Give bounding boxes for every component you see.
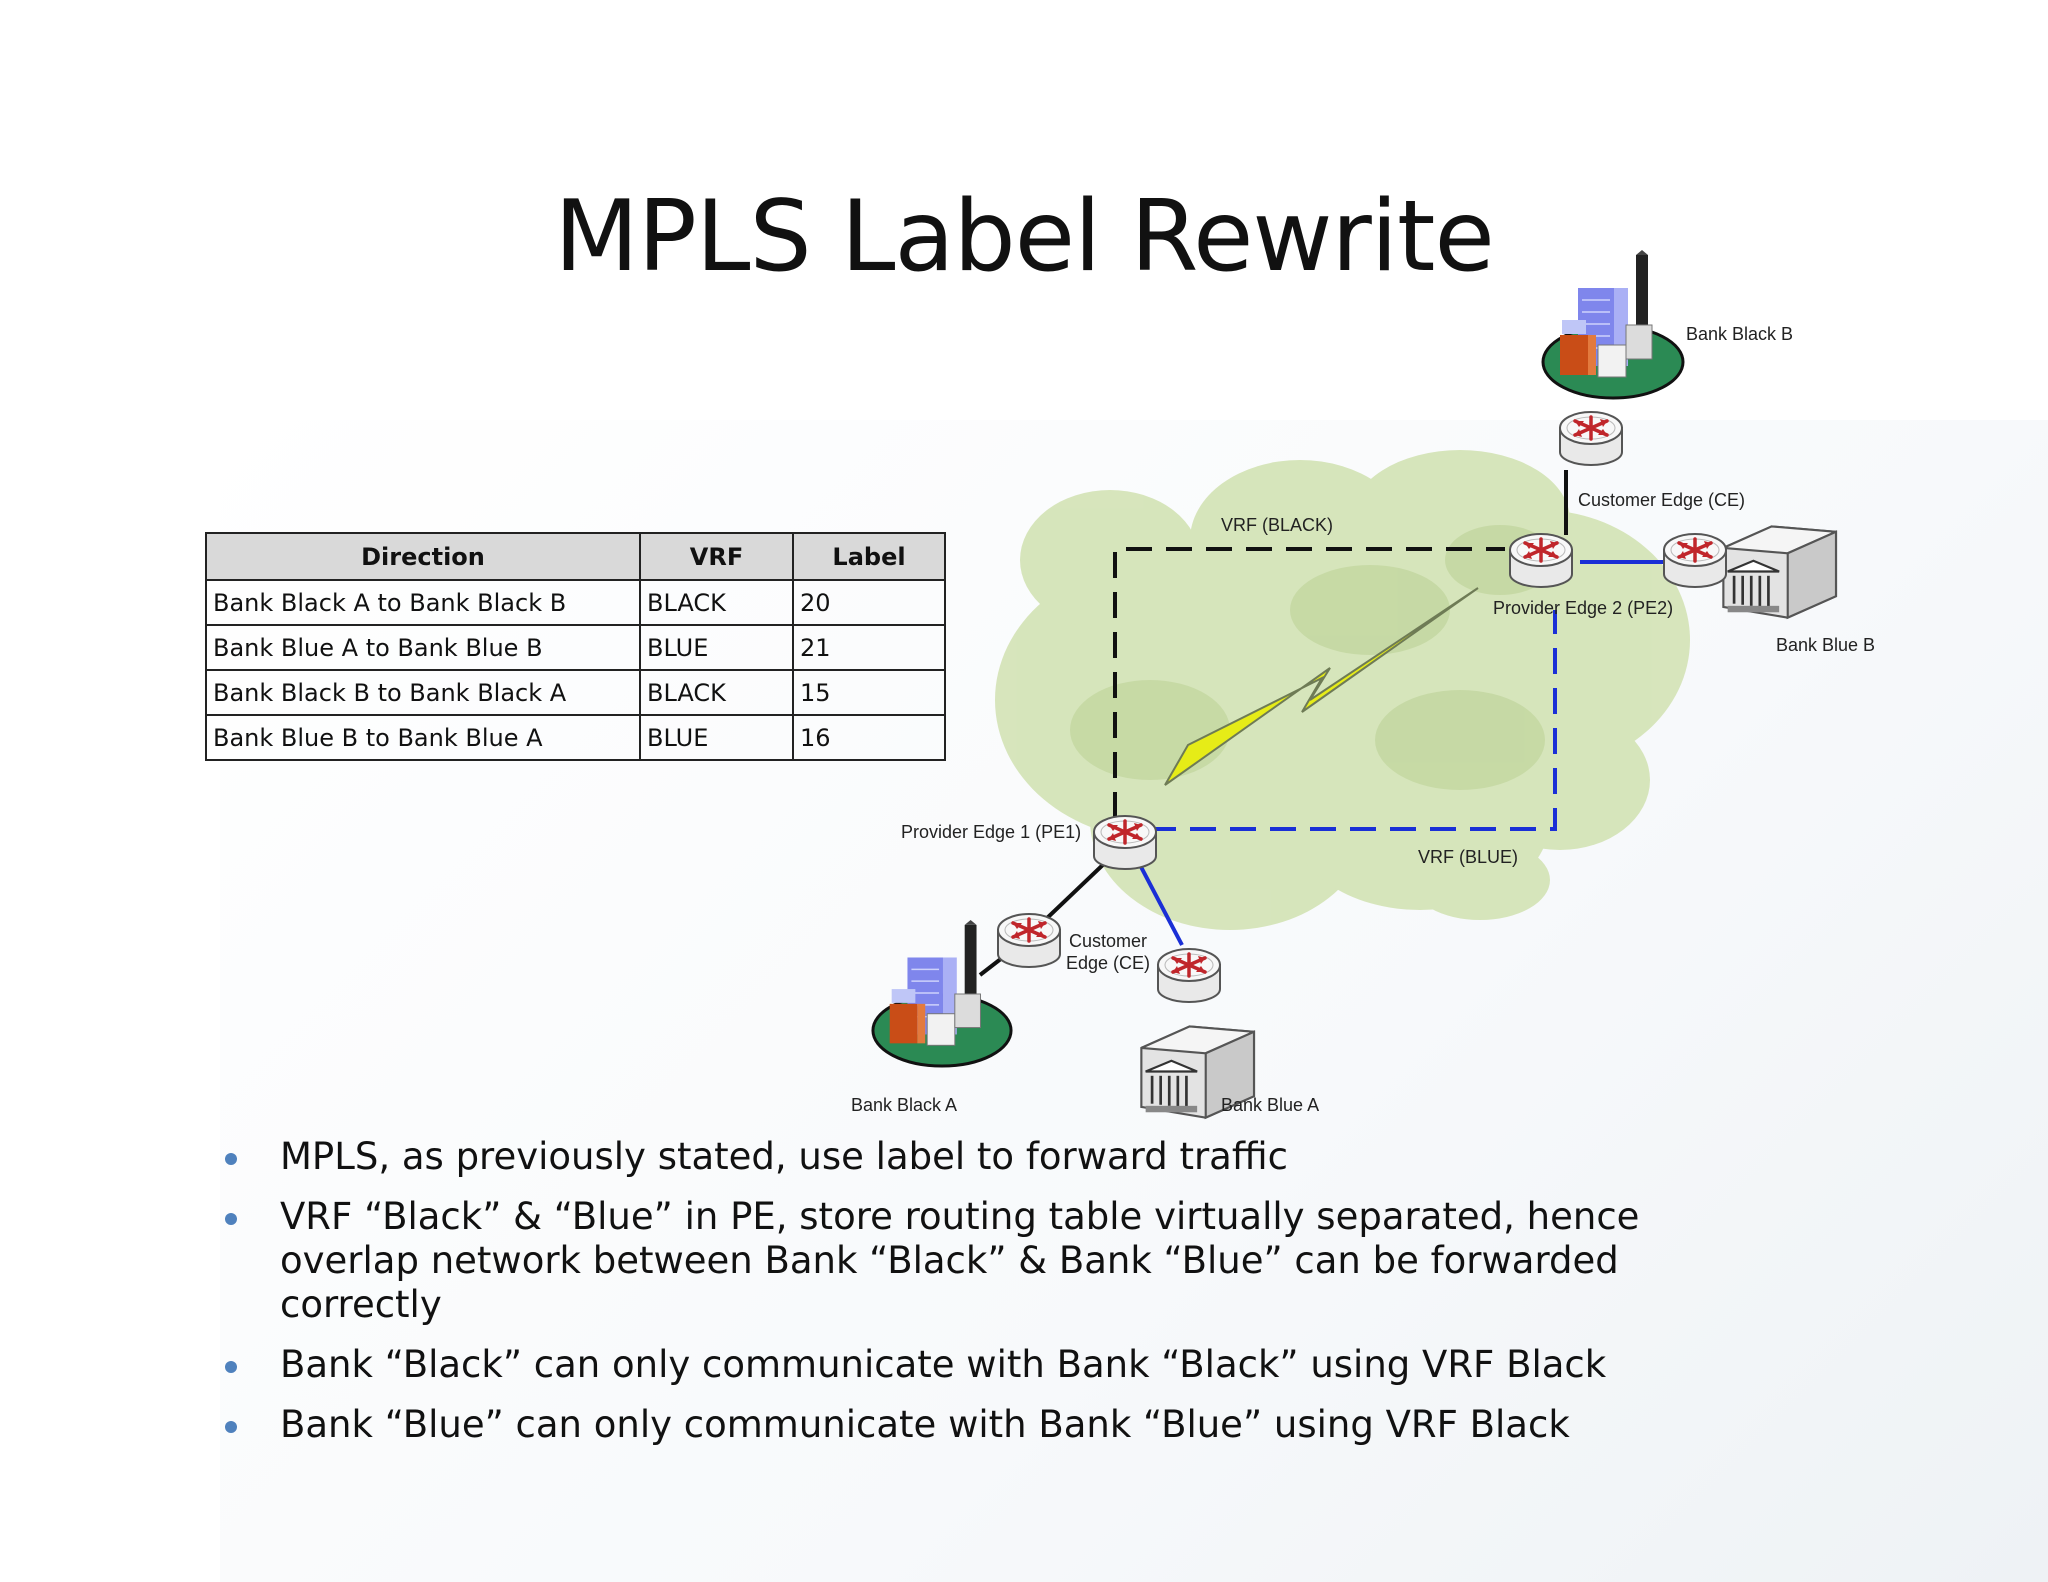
- cell-vrf: BLACK: [639, 669, 794, 716]
- cell-label: 21: [792, 624, 946, 671]
- cell-label: 16: [792, 714, 946, 761]
- table-row: Bank Blue A to Bank Blue B BLUE 21: [205, 624, 946, 671]
- cell-direction: Bank Blue B to Bank Blue A: [205, 714, 641, 761]
- lightning-icon: [1164, 587, 1479, 786]
- cell-vrf: BLACK: [639, 579, 794, 626]
- label-pe1: Provider Edge 1 (PE1): [901, 822, 1081, 842]
- bullet-text: MPLS, as previously stated, use label to…: [280, 1135, 1288, 1178]
- bullet-text: Bank “Black” can only communicate with B…: [280, 1343, 1607, 1386]
- table-row: Bank Black A to Bank Black B BLACK 20: [205, 579, 946, 626]
- label-vrf-black: VRF (BLACK): [1221, 515, 1333, 535]
- bullet-item: Bank “Black” can only communicate with B…: [220, 1343, 1780, 1387]
- link-ce-bottom-to-black-a: [978, 956, 1004, 977]
- table-row: Bank Blue B to Bank Blue A BLUE 16: [205, 714, 946, 761]
- router-ce-blue-a-icon: [1156, 947, 1222, 1004]
- header-vrf: VRF: [639, 532, 794, 581]
- slide-title: MPLS Label Rewrite: [554, 180, 1495, 294]
- header-label: Label: [792, 532, 946, 581]
- label-bank-blue-b: Bank Blue B: [1776, 635, 1875, 655]
- cell-label: 15: [792, 669, 946, 716]
- bullet-dot-icon: [225, 1153, 237, 1165]
- table-header-row: Direction VRF Label: [205, 532, 946, 581]
- label-vrf-blue: VRF (BLUE): [1418, 847, 1518, 867]
- label-customer-edge-bottom-line1: Customer: [1069, 931, 1147, 951]
- bullet-list: MPLS, as previously stated, use label to…: [220, 1135, 1780, 1463]
- label-bank-blue-a: Bank Blue A: [1221, 1095, 1319, 1115]
- bullet-dot-icon: [225, 1421, 237, 1433]
- header-direction: Direction: [205, 532, 641, 581]
- link-pe1-to-ce-bottom: [1043, 858, 1110, 922]
- bullet-text: VRF “Black” & “Blue” in PE, store routin…: [280, 1195, 1640, 1326]
- vrf-label-table: Direction VRF Label Bank Black A to Bank…: [205, 532, 946, 761]
- bullet-item: VRF “Black” & “Blue” in PE, store routin…: [220, 1195, 1780, 1327]
- cell-direction: Bank Black B to Bank Black A: [205, 669, 641, 716]
- router-ce-blue-b-icon: [1662, 532, 1728, 589]
- vrf-black-path: [1113, 547, 1505, 818]
- router-pe2-icon: [1508, 532, 1574, 589]
- bank-blue-b-icon: [1722, 525, 1838, 619]
- cell-direction: Bank Black A to Bank Black B: [205, 579, 641, 626]
- cell-vrf: BLUE: [639, 714, 794, 761]
- label-customer-edge-bottom-line2: Edge (CE): [1066, 953, 1150, 973]
- label-customer-edge-top: Customer Edge (CE): [1578, 490, 1745, 510]
- router-pe1-icon: [1092, 814, 1158, 871]
- bullet-dot-icon: [225, 1361, 237, 1373]
- bullet-dot-icon: [225, 1213, 237, 1225]
- table-row: Bank Black B to Bank Black A BLACK 15: [205, 669, 946, 716]
- vrf-blue-path: [1150, 610, 1557, 831]
- label-pe2: Provider Edge 2 (PE2): [1493, 598, 1673, 618]
- bullet-text: Bank “Blue” can only communicate with Ba…: [280, 1403, 1570, 1446]
- cell-vrf: BLUE: [639, 624, 794, 671]
- link-pe1-to-blue-a: [1138, 864, 1184, 946]
- router-ce-bottom-icon: [996, 912, 1062, 969]
- cell-label: 20: [792, 579, 946, 626]
- cell-direction: Bank Blue A to Bank Blue B: [205, 624, 641, 671]
- bank-black-b-icon: [1541, 248, 1685, 400]
- label-bank-black-a: Bank Black A: [851, 1095, 957, 1115]
- bullet-item: Bank “Blue” can only communicate with Ba…: [220, 1403, 1780, 1447]
- bullet-item: MPLS, as previously stated, use label to…: [220, 1135, 1780, 1179]
- label-bank-black-b: Bank Black B: [1686, 324, 1793, 344]
- bank-black-a-icon: [871, 918, 1013, 1068]
- router-ce-top-icon: [1558, 410, 1624, 467]
